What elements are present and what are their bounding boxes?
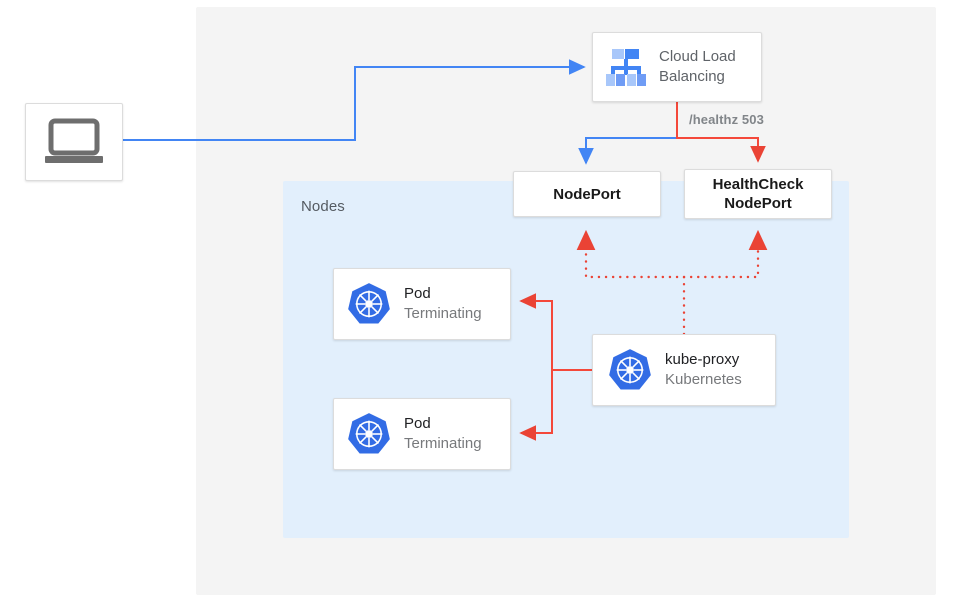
edge-healthz-to-healthcheck-nodeport xyxy=(676,102,766,163)
healthcheck-nodeport-node: HealthCheck NodePort xyxy=(684,169,832,219)
kube-proxy-subtitle: Kubernetes xyxy=(665,371,742,388)
pod-1-label: Pod Terminating xyxy=(404,284,482,324)
healthcheck-nodeport-label-line2: NodePort xyxy=(724,195,792,212)
pod-1-title: Pod xyxy=(404,285,431,302)
healthcheck-nodeport-label-line1: HealthCheck xyxy=(712,176,804,193)
healthz-edge-label: /healthz 503 xyxy=(689,112,764,127)
kubernetes-icon xyxy=(348,413,390,454)
nodes-region-label: Nodes xyxy=(301,198,345,215)
kubernetes-icon xyxy=(609,349,651,390)
pod-node-2: Pod Terminating xyxy=(333,398,511,470)
healthcheck-nodeport-label: HealthCheck NodePort xyxy=(713,175,804,213)
edge-kubeproxy-to-pod-2 xyxy=(519,369,592,441)
kube-proxy-title: kube-proxy xyxy=(665,351,740,368)
pod-node-1: Pod Terminating xyxy=(333,268,511,340)
cloud-load-balancing-label: Cloud Load Balancing xyxy=(659,47,736,87)
pod-2-subtitle: Terminating xyxy=(404,435,482,452)
edge-kubeproxy-to-pod-1 xyxy=(519,293,592,371)
cloud-load-balancing-icon xyxy=(606,49,646,86)
kube-proxy-label: kube-proxy Kubernetes xyxy=(665,350,742,390)
client-node xyxy=(25,103,123,181)
kubernetes-icon xyxy=(348,283,390,324)
cloud-load-balancing-node: Cloud Load Balancing xyxy=(592,32,762,102)
kube-proxy-node: kube-proxy Kubernetes xyxy=(592,334,776,406)
edge-kubeproxy-to-nodeports xyxy=(576,229,768,336)
pod-2-label: Pod Terminating xyxy=(404,414,482,454)
cloud-load-balancing-title-line2: Balancing xyxy=(659,68,725,85)
nodeport-label: NodePort xyxy=(553,185,621,203)
edge-load-balancer-to-nodeport xyxy=(578,137,677,165)
pod-1-subtitle: Terminating xyxy=(404,305,482,322)
laptop-icon xyxy=(45,118,103,163)
nodeport-node: NodePort xyxy=(513,171,661,217)
pod-2-title: Pod xyxy=(404,415,431,432)
edge-client-to-load-balancer xyxy=(123,59,586,141)
cloud-load-balancing-title-line1: Cloud Load xyxy=(659,48,736,65)
